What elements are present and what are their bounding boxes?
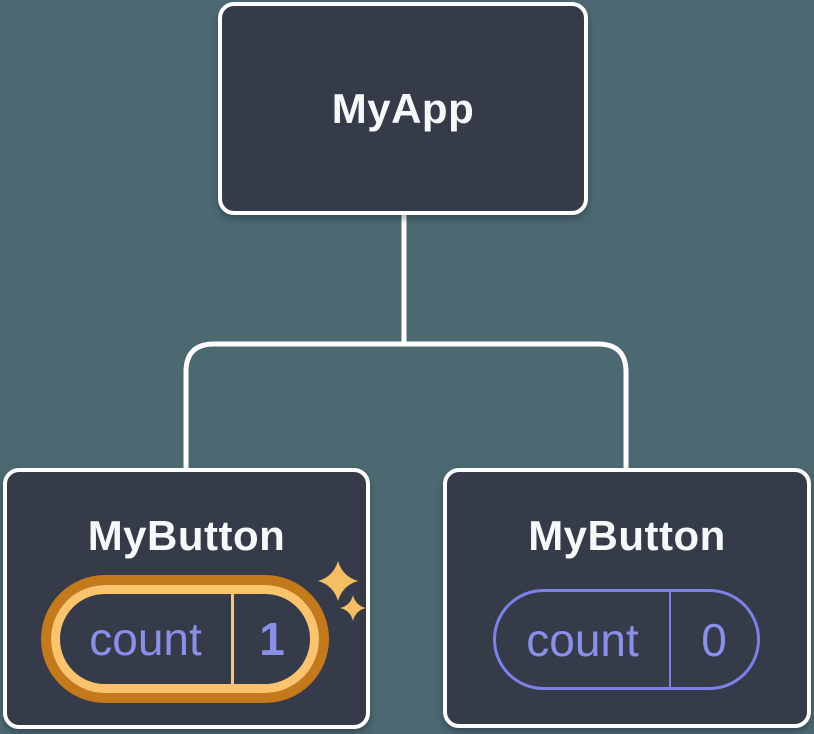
state-value: 0 xyxy=(701,613,727,666)
component-node-myapp: MyApp xyxy=(218,2,588,215)
connector-branch xyxy=(183,341,629,471)
state-name-label: count xyxy=(526,613,639,666)
pill-divider xyxy=(669,592,671,687)
sparkles-icon xyxy=(318,561,366,621)
state-pill-highlighted: count 1 xyxy=(51,585,319,693)
component-label-mybutton-left: MyButton xyxy=(87,512,286,559)
pill-divider xyxy=(231,594,234,684)
component-node-mybutton-left: MyButton count 1 xyxy=(3,468,370,729)
component-label-mybutton-right: MyButton xyxy=(528,512,726,559)
state-pill: count 0 xyxy=(493,589,760,690)
state-value: 1 xyxy=(259,613,285,665)
component-label-myapp: MyApp xyxy=(331,84,475,132)
state-name-label: count xyxy=(89,613,202,665)
component-node-mybutton-right: MyButton count 0 xyxy=(443,468,811,728)
